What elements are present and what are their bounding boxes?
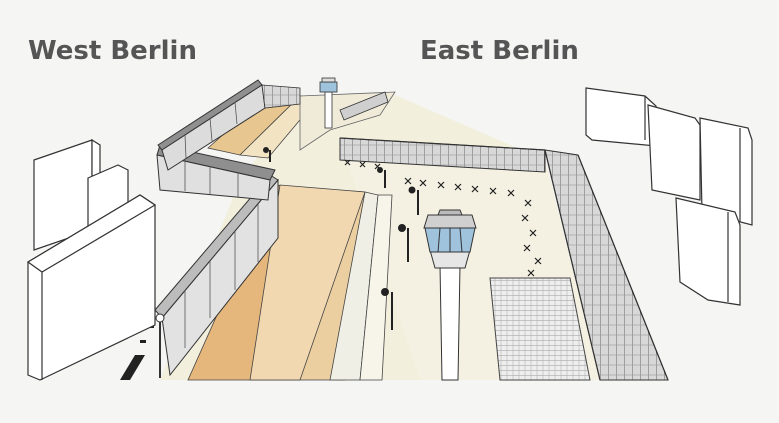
west-berlin-label: West Berlin xyxy=(28,36,197,66)
tank-traps xyxy=(344,159,542,277)
distant-watchtower xyxy=(319,77,338,129)
distant-wall xyxy=(339,91,389,121)
east-right-fence-rail xyxy=(544,149,601,381)
east-building-4 xyxy=(675,197,741,306)
wall-elbow-seams xyxy=(184,160,239,197)
lamp-strip xyxy=(359,194,393,381)
east-back-fence-rail xyxy=(339,137,546,151)
east-building-2 xyxy=(647,104,701,201)
east-buildings xyxy=(585,87,753,306)
east-right-outer-rail xyxy=(577,154,669,381)
west-wall-panel xyxy=(161,178,279,377)
east-berlin-label: East Berlin xyxy=(420,36,579,66)
west-buildings xyxy=(26,138,157,381)
back-fence xyxy=(261,84,301,109)
spike-mat xyxy=(489,277,591,381)
main-watchtower xyxy=(423,209,477,381)
west-building-3-top xyxy=(26,194,157,273)
anti-vehicle-trench xyxy=(249,184,366,381)
lamp-posts xyxy=(263,147,419,330)
west-wall-seams xyxy=(184,204,259,348)
east-building-3 xyxy=(699,117,753,226)
back-wall-seams xyxy=(184,101,238,159)
west-lamp-post xyxy=(155,313,165,378)
